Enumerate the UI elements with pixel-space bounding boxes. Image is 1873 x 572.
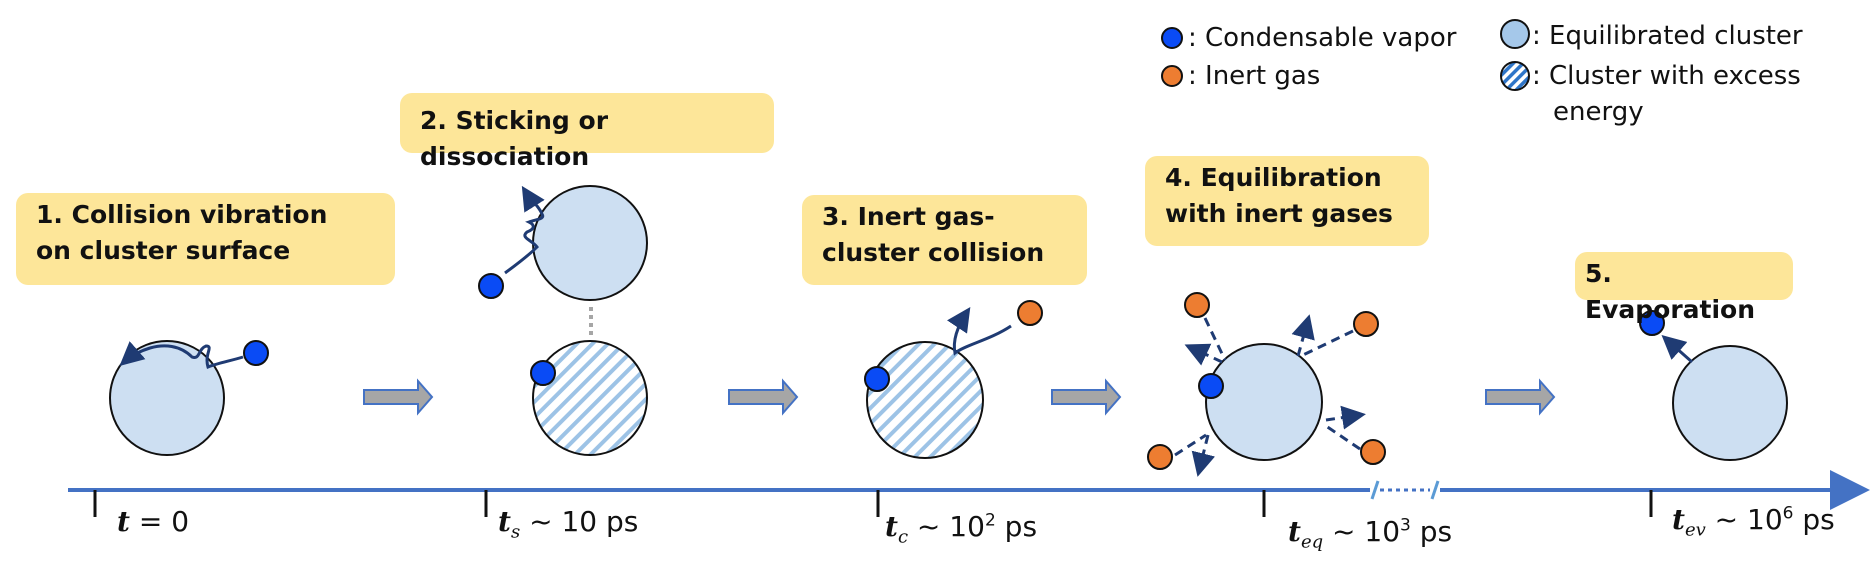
time-unit: ps (597, 505, 639, 538)
time-symbol: t (885, 510, 898, 543)
time-exponent: 2 (984, 510, 996, 531)
time-unit: ps (1793, 503, 1835, 536)
stage-4-graphic (1147, 292, 1386, 477)
vapor-molecule-stuck (530, 360, 556, 386)
dashed-path-in-3 (1325, 424, 1361, 451)
legend-vapor-icon (1161, 27, 1183, 49)
time-subscript: eq (1300, 531, 1324, 553)
stage-label-4: 4. Equilibration with inert gases (1145, 156, 1429, 246)
legend-inert-gas: : Inert gas (1188, 61, 1321, 91)
vapor-molecule (1639, 310, 1665, 336)
time-value: 10 (949, 510, 985, 543)
dashed-path-out-3 (1325, 405, 1366, 430)
legend-inert-gas-icon (1161, 65, 1183, 87)
evaporation-path (1661, 335, 1693, 364)
legend-equilibrated-cluster-icon (1500, 19, 1530, 49)
stage-label-3: 3. Inert gas- cluster collision (802, 195, 1087, 285)
stage-label-5: 5. Evaporation (1575, 252, 1793, 324)
time-unit: ps (1410, 515, 1453, 548)
stage-label-2: 2. Sticking or dissociation (400, 93, 774, 171)
dashed-path-out-4 (1191, 434, 1216, 477)
process-arrow-4 (1485, 378, 1556, 416)
time-symbol: t (117, 505, 130, 538)
time-subscript: ev (1684, 519, 1706, 541)
time-relation: = (129, 505, 172, 538)
legend-excess-cluster-icon (1500, 61, 1530, 91)
vibration-path (119, 341, 244, 369)
time-symbol: t (1288, 515, 1301, 548)
stage-3-graphic (864, 300, 1043, 459)
legend-condensable-vapor: : Condensable vapor (1188, 23, 1457, 53)
legend-excess-cluster: : Cluster with excess (1532, 61, 1801, 91)
cluster-excess-energy (866, 341, 984, 459)
vapor-molecule (864, 366, 890, 392)
time-label-ts: ts ~ 10 ps (498, 505, 638, 543)
cluster-excess-energy (532, 340, 648, 456)
time-value: 0 (171, 505, 190, 538)
vapor-molecule (478, 273, 504, 299)
legend-equilibrated-cluster: : Equilibrated cluster (1532, 21, 1803, 51)
process-arrow-1 (363, 378, 434, 416)
time-subscript: c (897, 526, 909, 548)
time-unit: ps (995, 510, 1038, 543)
vapor-molecule (243, 340, 269, 366)
time-value: 10 (1747, 503, 1783, 536)
dashed-path-in-2 (1300, 329, 1354, 358)
time-value: 10 (1364, 515, 1401, 548)
legend-excess-cluster-line2: energy (1553, 97, 1644, 127)
process-arrow-2 (728, 378, 799, 416)
time-exponent: 6 (1782, 503, 1794, 524)
time-relation: ~ (520, 505, 562, 538)
dashed-path-in-4 (1174, 433, 1207, 457)
stage-1-graphic (109, 340, 269, 456)
inert-gas-molecule (1147, 444, 1173, 470)
cluster-equilibrated (109, 340, 225, 456)
timeline-break-mark-left (1370, 480, 1380, 500)
time-symbol: t (498, 505, 511, 538)
time-label-tc: tc ~ 102 ps (885, 510, 1037, 548)
dashed-path-out-1 (1184, 343, 1223, 366)
dashed-path-in-1 (1203, 317, 1227, 361)
dissociation-path (504, 185, 545, 275)
vapor-molecule (1198, 373, 1224, 399)
time-relation: ~ (908, 510, 950, 543)
cluster-equilibrated (1672, 345, 1788, 461)
inert-gas-molecule (1017, 300, 1043, 326)
time-relation: ~ (1705, 503, 1748, 536)
time-label-tev: tev ~ 106 ps (1672, 503, 1835, 541)
process-arrow-3 (1051, 378, 1122, 416)
stage-label-1: 1. Collision vibration on cluster surfac… (16, 193, 395, 285)
time-label-teq: teq ~ 103 ps (1288, 515, 1452, 553)
time-relation: ~ (1323, 515, 1365, 548)
collision-path (947, 307, 1012, 356)
cluster-equilibrated (1205, 343, 1323, 461)
inert-gas-molecule (1184, 292, 1210, 318)
dashed-path-out-2 (1291, 314, 1315, 357)
time-exponent: 3 (1400, 515, 1411, 536)
timeline-break-mark-right (1430, 480, 1440, 500)
time-label-t0: t = 0 (117, 505, 189, 538)
time-symbol: t (1672, 503, 1685, 536)
stage-5-graphic (1639, 310, 1788, 461)
cluster-equilibrated (532, 185, 648, 301)
inert-gas-molecule (1353, 311, 1379, 337)
stage-2-graphic (478, 185, 648, 456)
time-subscript: s (510, 521, 521, 543)
inert-gas-molecule (1360, 439, 1386, 465)
time-value: 10 (561, 505, 598, 538)
